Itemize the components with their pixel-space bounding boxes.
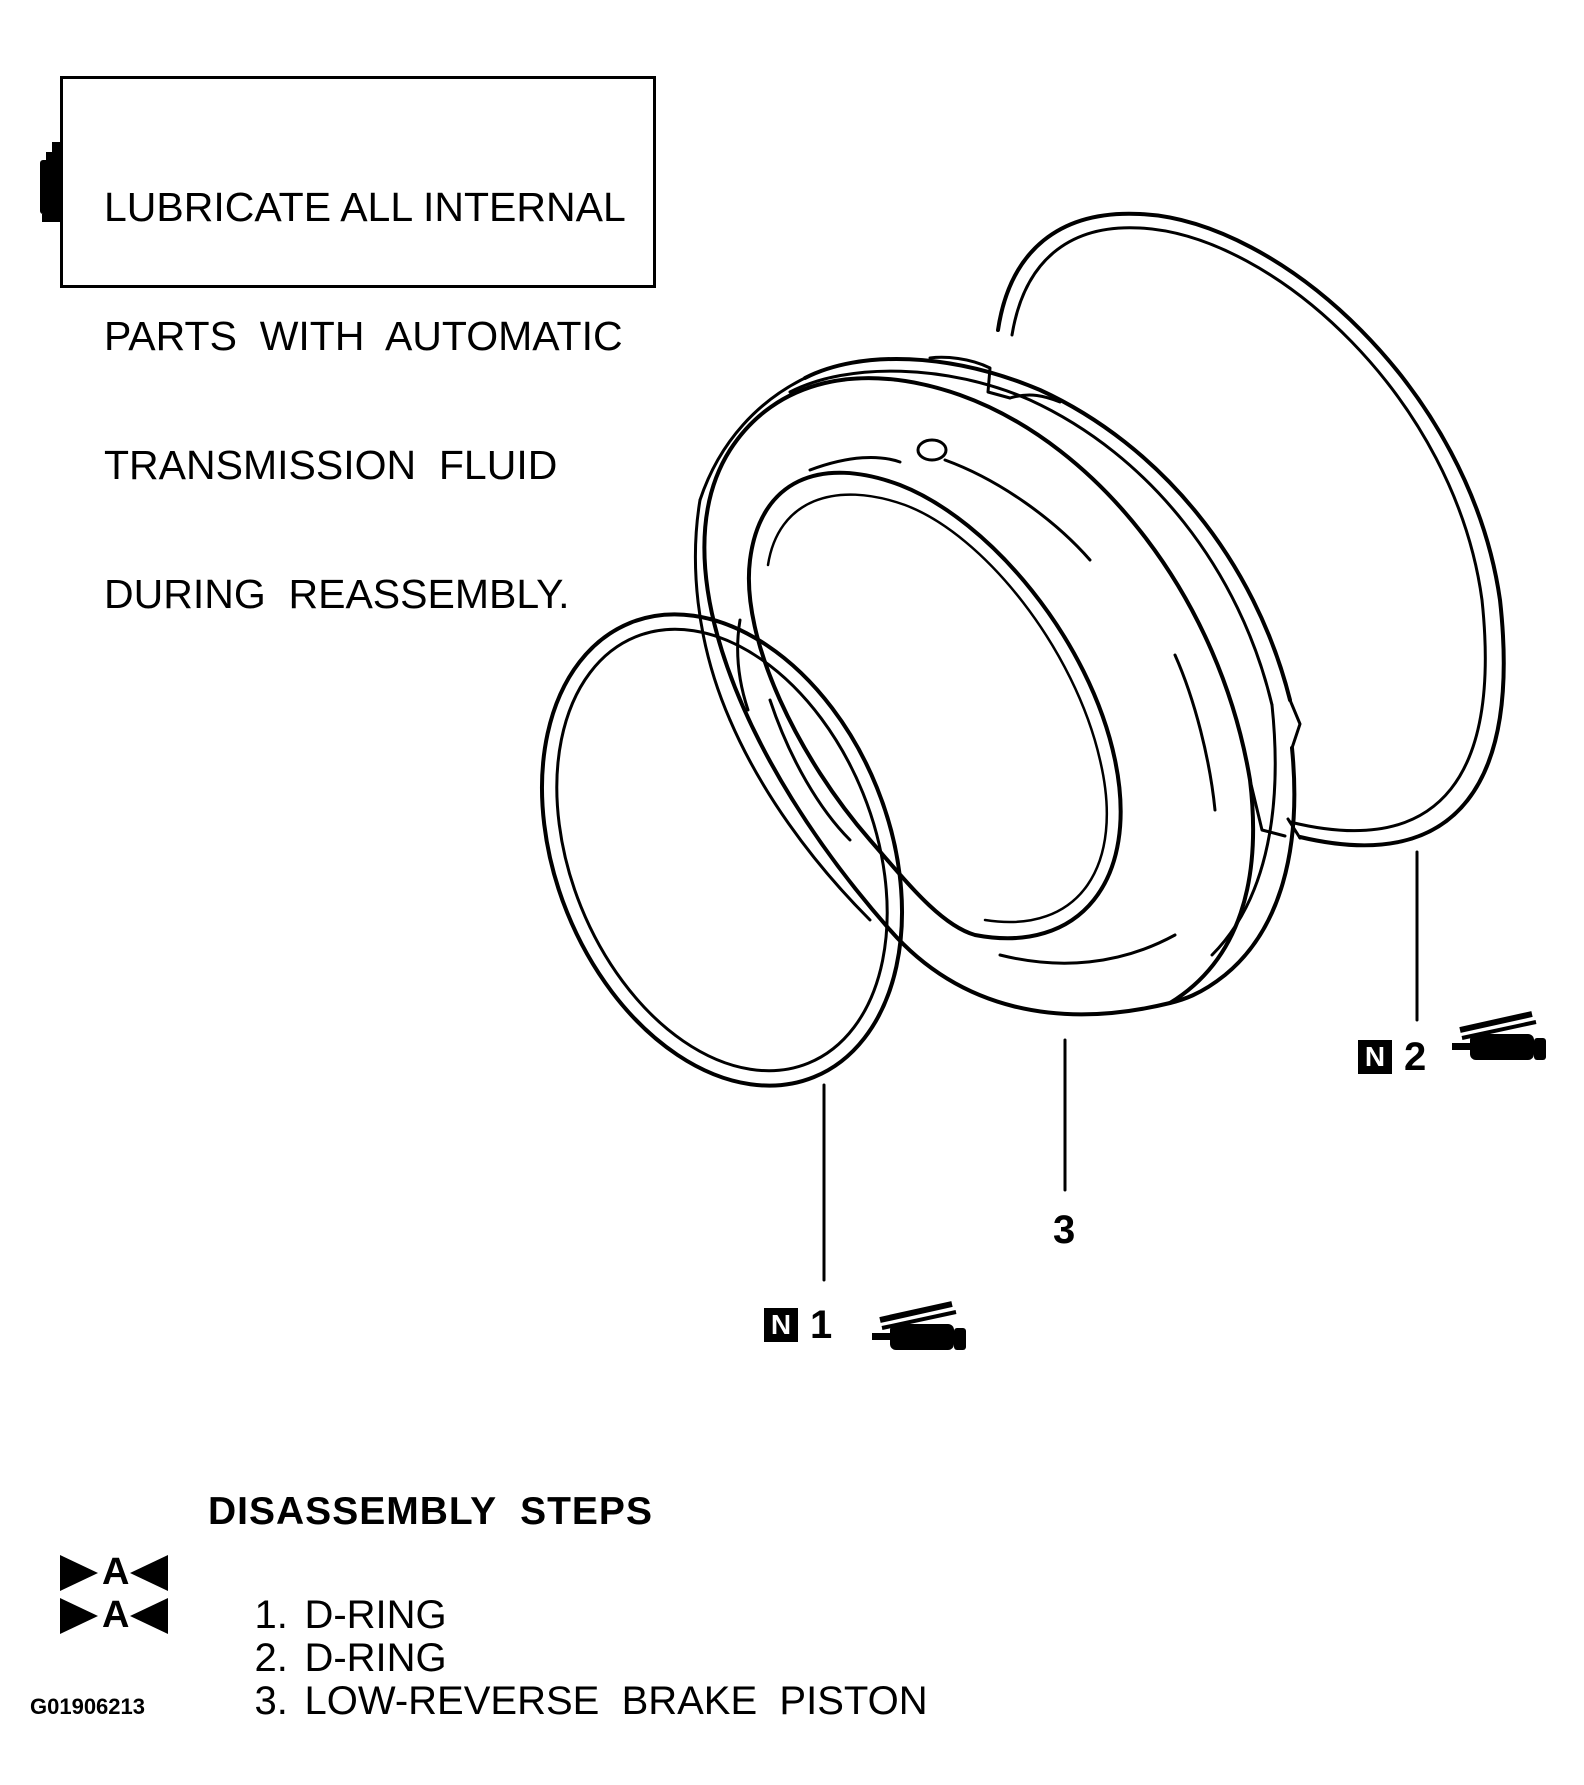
callout-number-1: 1	[810, 1303, 833, 1347]
figure-code: G01906213	[30, 1694, 145, 1719]
note-line: TRANSMISSION FLUID	[104, 442, 558, 488]
callout-number-3: 3	[1053, 1208, 1076, 1252]
part-3-brake-piston	[693, 355, 1302, 1017]
lubrication-note-text: LUBRICATE ALL INTERNAL PARTS WITH AUTOMA…	[104, 100, 626, 702]
step-number: 1.	[254, 1593, 288, 1637]
step-marker-letter: A	[102, 1551, 130, 1593]
step-label: D-RING	[304, 1636, 447, 1680]
grease-gun-icon	[872, 1301, 966, 1350]
callout-number-2: 2	[1404, 1035, 1427, 1079]
grease-gun-icon	[1452, 1011, 1546, 1060]
note-line: DURING REASSEMBLY.	[104, 571, 570, 617]
note-line: PARTS WITH AUTOMATIC	[104, 313, 623, 359]
new-part-badge-1: N	[764, 1308, 798, 1342]
step-label: D-RING	[304, 1593, 447, 1637]
steps-title: DISASSEMBLY STEPS	[208, 1490, 653, 1533]
part-2-d-ring	[996, 211, 1506, 848]
step-marker-2: A	[60, 1594, 170, 1637]
step-marker-icon	[60, 1555, 168, 1591]
step-marker-1: A	[60, 1551, 170, 1594]
step-number: 3.	[254, 1679, 288, 1723]
step-number: 2.	[254, 1636, 288, 1680]
step-marker-letter: A	[102, 1594, 130, 1636]
step-item-2: 2. D-RING	[210, 1595, 447, 1721]
step-item-3: 3. LOW-REVERSE BRAKE PISTON	[210, 1638, 928, 1764]
new-part-badge-2: N	[1358, 1040, 1392, 1074]
part-1-d-ring	[540, 612, 904, 1088]
note-line: LUBRICATE ALL INTERNAL	[104, 184, 626, 230]
step-marker-icon	[60, 1598, 168, 1634]
step-item-1: 1. D-RING	[210, 1552, 447, 1678]
step-label: LOW-REVERSE BRAKE PISTON	[304, 1679, 928, 1723]
lubrication-note-box	[60, 76, 656, 288]
